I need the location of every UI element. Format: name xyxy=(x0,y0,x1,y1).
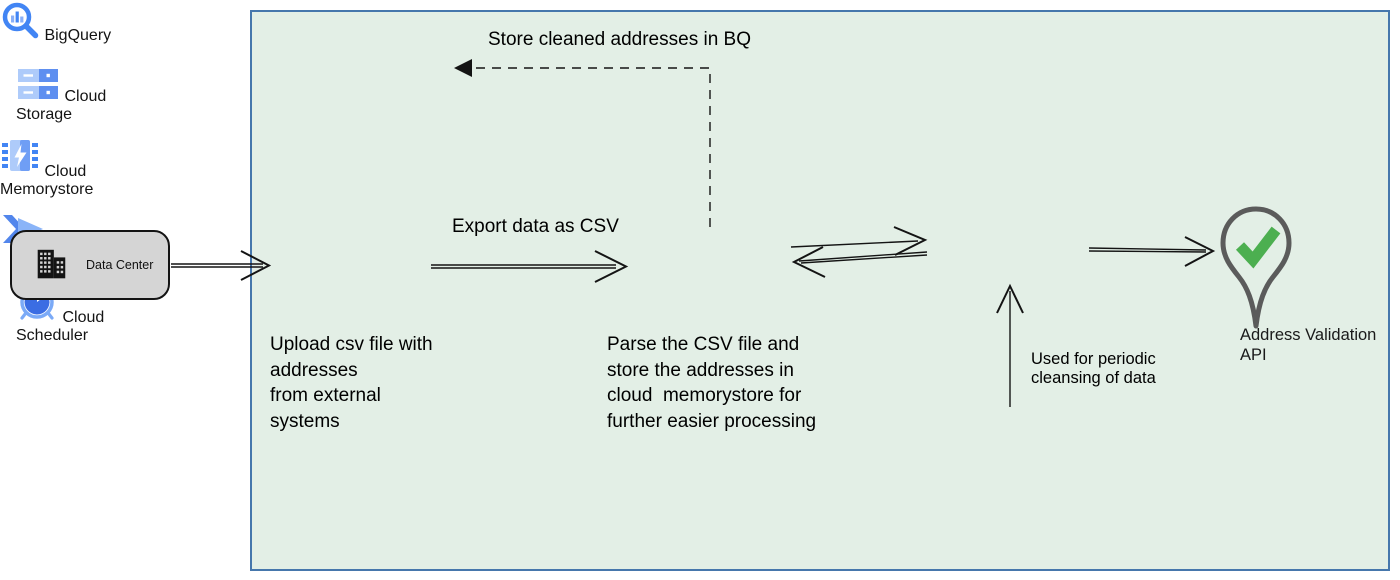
node-label: BigQuery xyxy=(44,27,112,44)
node-bigquery[interactable]: BigQuery xyxy=(0,0,161,67)
node-data-center[interactable]: Data Center xyxy=(10,230,170,300)
map-pin-check-icon[interactable] xyxy=(1218,204,1294,336)
annotation-upload-csv: Upload csv file with addresses from exte… xyxy=(270,334,433,432)
node-cloud-memorystore[interactable]: Cloud Memorystore xyxy=(0,136,160,209)
edge-label-periodic-cleansing: Used for periodic cleansing of data xyxy=(1031,350,1156,387)
node-label: Cloud Scheduler xyxy=(16,309,105,344)
building-icon xyxy=(37,249,66,279)
node-label: Data Center xyxy=(86,258,154,272)
node-label: Cloud Memorystore xyxy=(0,163,94,198)
annotation-parse-csv: Parse the CSV file and store the address… xyxy=(607,334,817,432)
bigquery-magnifier-icon xyxy=(2,2,39,39)
node-cloud-storage[interactable]: Cloud Storage xyxy=(0,67,159,136)
address-validation-api-label: Address Validation API xyxy=(1240,326,1377,364)
gcp-zone-container xyxy=(250,10,1390,571)
node-label: Cloud Storage xyxy=(16,88,107,123)
memorystore-chip-icon xyxy=(2,140,38,171)
edge-label-export-csv: Export data as CSV xyxy=(452,216,619,237)
storage-bars-icon xyxy=(18,69,58,99)
edge-label-store-cleaned: Store cleaned addresses in BQ xyxy=(488,29,751,50)
